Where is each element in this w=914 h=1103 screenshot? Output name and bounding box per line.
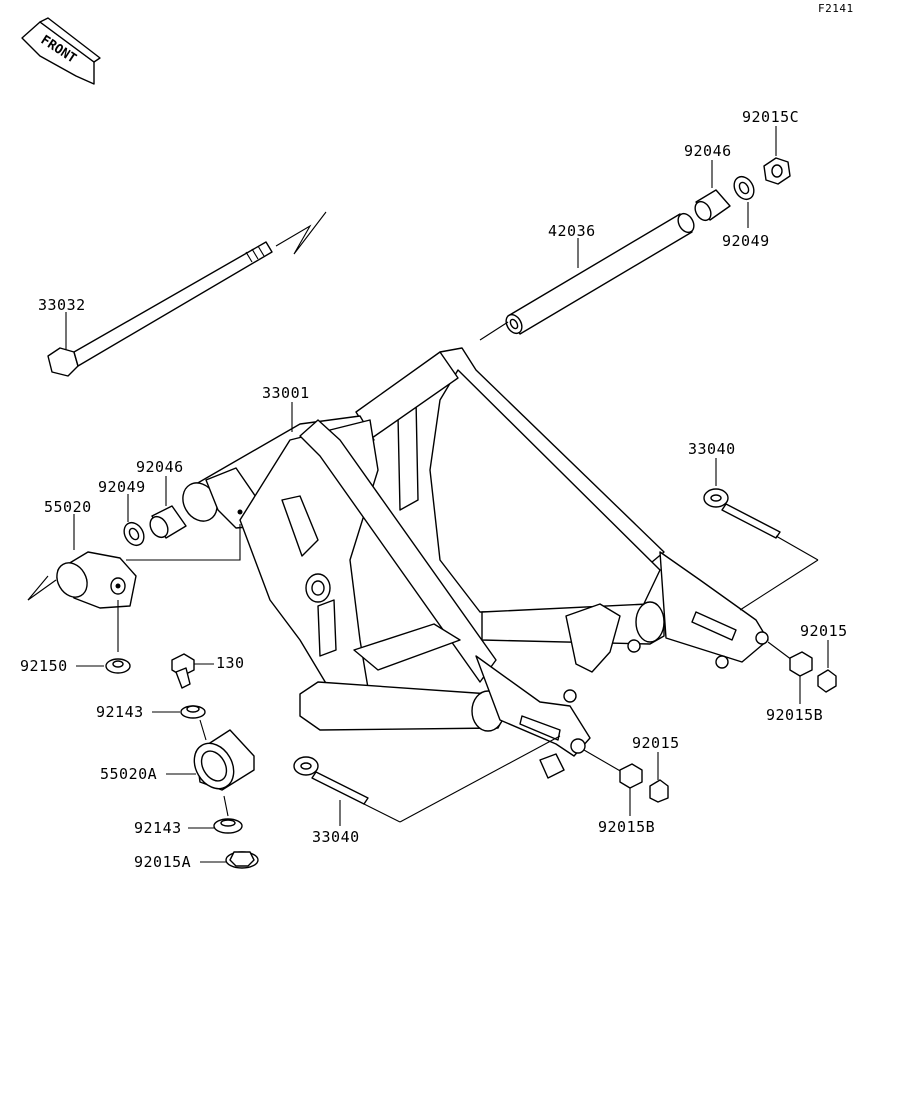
collar-92143-bottom [213,795,243,834]
bolt-130 [171,653,195,689]
bushing-55020a [193,729,255,791]
label-92015-right: 92015 [800,622,848,640]
label-92015a: 92015A [134,853,191,871]
washer-left [123,521,145,547]
label-33040-right: 33040 [688,440,736,458]
swingarm [182,347,769,779]
label-92143-top: 92143 [96,703,144,721]
label-33032: 33032 [38,296,86,314]
nut-92015-bottom [649,779,669,803]
bolt-92150 [105,600,131,674]
label-42036: 42036 [548,222,596,240]
nut-92015b-right [767,641,813,677]
label-33001: 33001 [262,384,310,402]
label-33040-bottom: 33040 [312,828,360,846]
label-55020: 55020 [44,498,92,516]
label-92015b-right: 92015B [766,706,823,724]
pivot-cap [27,524,241,609]
label-130: 130 [216,654,245,672]
chain-adjuster-bottom [293,735,561,823]
label-92015-bottom: 92015 [632,734,680,752]
label-92015c: 92015C [742,108,799,126]
pivot-collar [479,212,695,341]
label-92150: 92150 [20,657,68,675]
nut-92015c [763,157,791,185]
label-92049-left: 92049 [98,478,146,496]
nut-92015b-bottom [583,749,643,789]
nut-92015-right [817,669,837,693]
label-92046-top: 92046 [684,142,732,160]
label-92049-top: 92049 [722,232,770,250]
figure-code: F2141 [818,2,854,15]
pivot-bolt [47,211,327,377]
needle-bearing-left [149,505,187,539]
label-92046-left: 92046 [136,458,184,476]
collar-92143-top [180,705,206,719]
label-92015b-bottom: 92015B [598,818,655,836]
label-55020a: 55020A [100,765,157,783]
chain-adjuster-right [703,488,819,611]
label-92143-bottom: 92143 [134,819,182,837]
washer-top [733,175,755,201]
nut-92015a [225,851,259,869]
front-direction-icon: FRONT [21,17,101,85]
needle-bearing-top [694,189,731,222]
